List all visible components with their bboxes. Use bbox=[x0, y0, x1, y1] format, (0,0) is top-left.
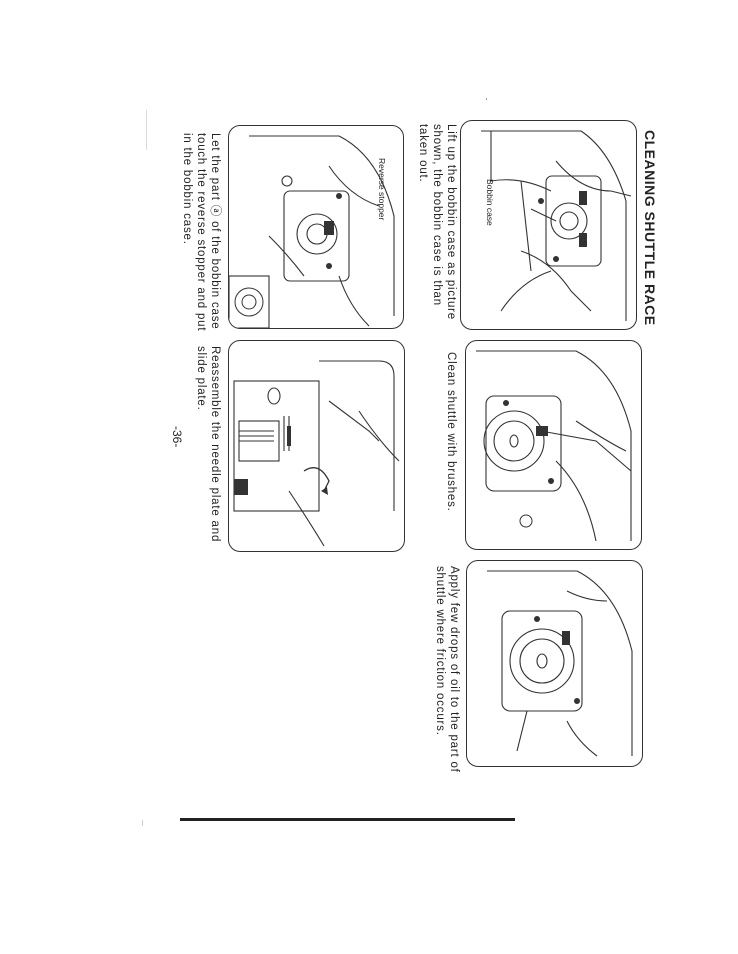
step-lift-bobbin-text: Lift up the bobbin case as picture shown… bbox=[417, 124, 457, 320]
step-clean-text: Clean shuttle with brushes. bbox=[445, 352, 457, 512]
page-title: CLEANING SHUTTLE RACE bbox=[642, 130, 658, 326]
reverse-stopper-label: Reverse stopper bbox=[377, 158, 387, 221]
bobbin-case-removal-drawing bbox=[481, 130, 632, 321]
illustration-reassemble bbox=[228, 340, 405, 552]
scan-artifact bbox=[486, 98, 487, 100]
brush-cleaning-drawing bbox=[476, 350, 632, 542]
step-reassemble-text: Reassemble the needle plate and slide pl… bbox=[195, 346, 221, 543]
bobbin-case-label: Bobbin case bbox=[485, 179, 495, 226]
step-oil-text: Apply few drops of oil to the part of sh… bbox=[434, 566, 460, 773]
illustration-clean-brushes bbox=[465, 340, 642, 550]
divider-line bbox=[180, 818, 515, 821]
needle-plate-reassembly-drawing bbox=[233, 360, 400, 547]
reverse-stopper-drawing bbox=[229, 135, 395, 328]
illustration-reverse-stopper: Reverse stopper bbox=[228, 125, 404, 329]
step-reverse-stopper-text: Let the part ⓐ of the bobbin case touch … bbox=[181, 133, 221, 332]
scan-artifact bbox=[146, 110, 147, 150]
illustration-lift-bobbin-case: Bobbin case bbox=[460, 120, 637, 330]
page-number: -36- bbox=[170, 426, 184, 448]
illustration-apply-oil bbox=[466, 560, 643, 767]
scan-artifact bbox=[142, 820, 143, 826]
oiling-drawing bbox=[487, 570, 633, 757]
